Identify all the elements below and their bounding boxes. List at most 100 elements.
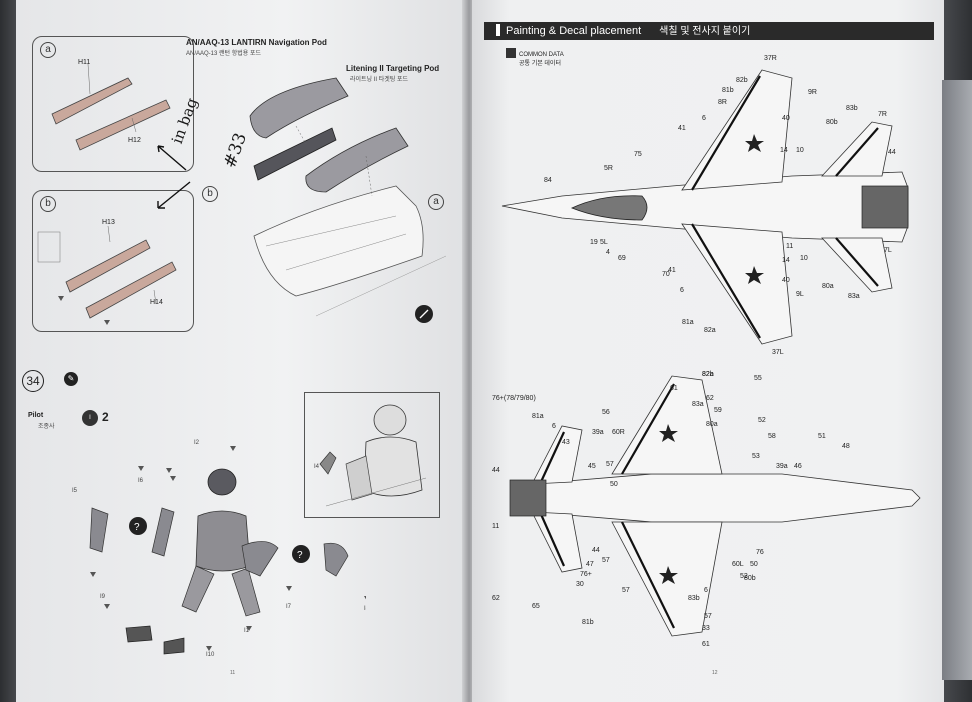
bottom-decal-callout: 81b xyxy=(582,619,594,626)
top-decal-callout: 82b xyxy=(736,77,748,84)
bottom-decal-callout: 82a xyxy=(702,371,714,378)
sprue-icon: I xyxy=(82,410,98,426)
part-label: H14 xyxy=(150,299,163,306)
bottom-decal-callout: 59 xyxy=(714,407,722,414)
bottom-decal-callout: 6 xyxy=(552,423,556,430)
bottom-decal-callout: 83a xyxy=(692,401,704,408)
svg-text:?: ? xyxy=(297,550,303,561)
cockpit-inset-panel xyxy=(304,392,440,518)
bottom-decal-callout: 44 xyxy=(592,547,600,554)
variant-a-panel xyxy=(32,36,194,172)
top-decal-callout: 83a xyxy=(848,293,860,300)
bottom-decal-callout: 57 xyxy=(704,613,712,620)
bottom-decal-callout: 61 xyxy=(702,641,710,648)
part-label: I4 xyxy=(314,464,320,470)
top-decal-callout: 84 xyxy=(544,177,552,184)
top-decal-callout: 41 xyxy=(678,125,686,132)
top-decal-callout: 80a xyxy=(822,283,834,290)
top-decal-callout: 9R xyxy=(808,89,817,96)
legend: COMMON DATA 공통 기본 데이터 xyxy=(506,48,564,67)
litening-pod-title-korean: 라이트닝 II 타겟팅 포드 xyxy=(350,77,409,83)
variant-a-parts-drawing: H11 H12 xyxy=(51,59,171,151)
bottom-decal-callout: 48 xyxy=(842,443,850,450)
part-label: H13 xyxy=(102,219,115,226)
section-title: Painting & Decal placement xyxy=(506,25,642,37)
bottom-decal-callout: 83b xyxy=(688,595,700,602)
top-decal-callout: 14 xyxy=(780,147,788,154)
bottom-decal-callout: 47 xyxy=(586,561,594,568)
top-decal-callout: 5R xyxy=(604,165,613,172)
top-decal-callout: 14 xyxy=(782,257,790,264)
bottom-decal-callout: 61 xyxy=(670,385,678,392)
bottom-decal-callout: 50 xyxy=(610,481,618,488)
bottom-decal-callout: 82b xyxy=(702,371,714,378)
variant-b-parts-drawing: H13 H14 xyxy=(37,219,177,325)
bottom-decal-callout: 50 xyxy=(750,561,758,568)
part-label: I5 xyxy=(72,488,78,494)
bottom-decal-callout: 6 xyxy=(704,587,708,594)
litening-pod-title: Litening II Targeting Pod xyxy=(346,64,440,73)
top-decal-callout: 40 xyxy=(782,115,790,122)
bottom-decal-callout: 57 xyxy=(602,557,610,564)
top-decal-callout: 80b xyxy=(826,119,838,126)
bottom-decal-callout: 51 xyxy=(818,433,826,440)
cement-icon: ✎ xyxy=(64,372,78,386)
bottom-decal-callout: 57 xyxy=(606,461,614,468)
pilot-label: Pilot xyxy=(28,412,44,419)
bottom-decal-callout: 76 xyxy=(756,549,764,556)
part-label: I8 xyxy=(364,606,366,612)
section-title-korean: 색칠 및 전사지 붙이기 xyxy=(659,26,751,37)
bottom-decal-callout: 52 xyxy=(740,573,748,580)
header-marker xyxy=(496,24,500,36)
bottom-decal-callout: 80a xyxy=(706,421,718,428)
lantirn-pod-title: AN/AAQ-13 LANTIRN Navigation Pod xyxy=(186,38,327,47)
handwritten-arrows xyxy=(157,145,191,209)
legend-label-korean: 공통 기본 데이터 xyxy=(519,61,561,67)
top-decal-callout: 75 xyxy=(634,151,642,158)
top-decal-callout: 19 xyxy=(590,239,598,246)
top-decal-callout: 7R xyxy=(878,111,887,118)
top-decal-callout: 37L xyxy=(772,349,784,356)
bottom-decal-callout: 76+ xyxy=(580,571,592,578)
bottom-decal-callout: 55 xyxy=(754,375,762,382)
bottom-decal-callout: 44 xyxy=(492,467,500,474)
bottom-decal-callout: 39a xyxy=(776,463,788,470)
aircraft-bottom-view: 82a5576+(78/79/80)6181a5683a6265980a5251… xyxy=(492,371,921,648)
bottom-decal-callout: 39a xyxy=(592,429,604,436)
svg-text:?: ? xyxy=(134,522,140,533)
top-decal-callout: 81b xyxy=(722,87,734,94)
top-decal-callout: 4 xyxy=(606,249,610,256)
top-decal-callout: 11 xyxy=(786,243,793,250)
bottom-decal-callout: 81a xyxy=(532,413,544,420)
bottom-decal-callout: 11 xyxy=(492,523,499,530)
step-number: 34 xyxy=(22,370,44,392)
lantirn-pod-title-korean: AN/AAQ-13 랜턴 항법용 포드 xyxy=(186,51,261,57)
part-label: I1 xyxy=(244,628,250,634)
legend-label: COMMON DATA xyxy=(519,52,564,58)
variant-b-marker: b xyxy=(202,186,218,202)
top-decal-callout: 5L xyxy=(600,239,608,246)
part-label: I6 xyxy=(138,478,144,484)
top-decal-callout: 7L xyxy=(884,247,892,254)
top-decal-callout: 70 xyxy=(662,271,670,278)
top-decal-callout: 6 xyxy=(680,287,684,294)
top-decal-callout: 44 xyxy=(888,149,896,156)
section-header: Painting & Decal placement 색칠 및 전사지 붙이기 xyxy=(484,22,934,40)
pilot-quantity: 2 xyxy=(102,410,109,424)
variant-b-marker: b xyxy=(40,196,56,212)
top-decal-callout: 81a xyxy=(682,319,694,326)
top-decal-callout: 10 xyxy=(800,255,808,262)
bottom-decal-callout: 45 xyxy=(588,463,596,470)
variant-b-panel xyxy=(32,190,194,332)
top-decal-callout: 8R xyxy=(718,99,727,106)
bottom-decal-callout: 62 xyxy=(706,395,714,402)
bottom-decal-callout: 33 xyxy=(702,625,710,632)
pilot-assembly-drawing: ? ? I2 I6 I5 I9 I1 I7 I8 I10 xyxy=(72,440,366,658)
bottom-decal-callout: 60L xyxy=(732,561,744,568)
top-decal-callout: 82a xyxy=(704,327,716,334)
bottom-decal-callout: 53 xyxy=(752,453,760,460)
legend-swatch xyxy=(506,48,516,58)
part-label: I9 xyxy=(100,594,106,600)
cockpit-inset-drawing: I4 xyxy=(314,404,427,507)
